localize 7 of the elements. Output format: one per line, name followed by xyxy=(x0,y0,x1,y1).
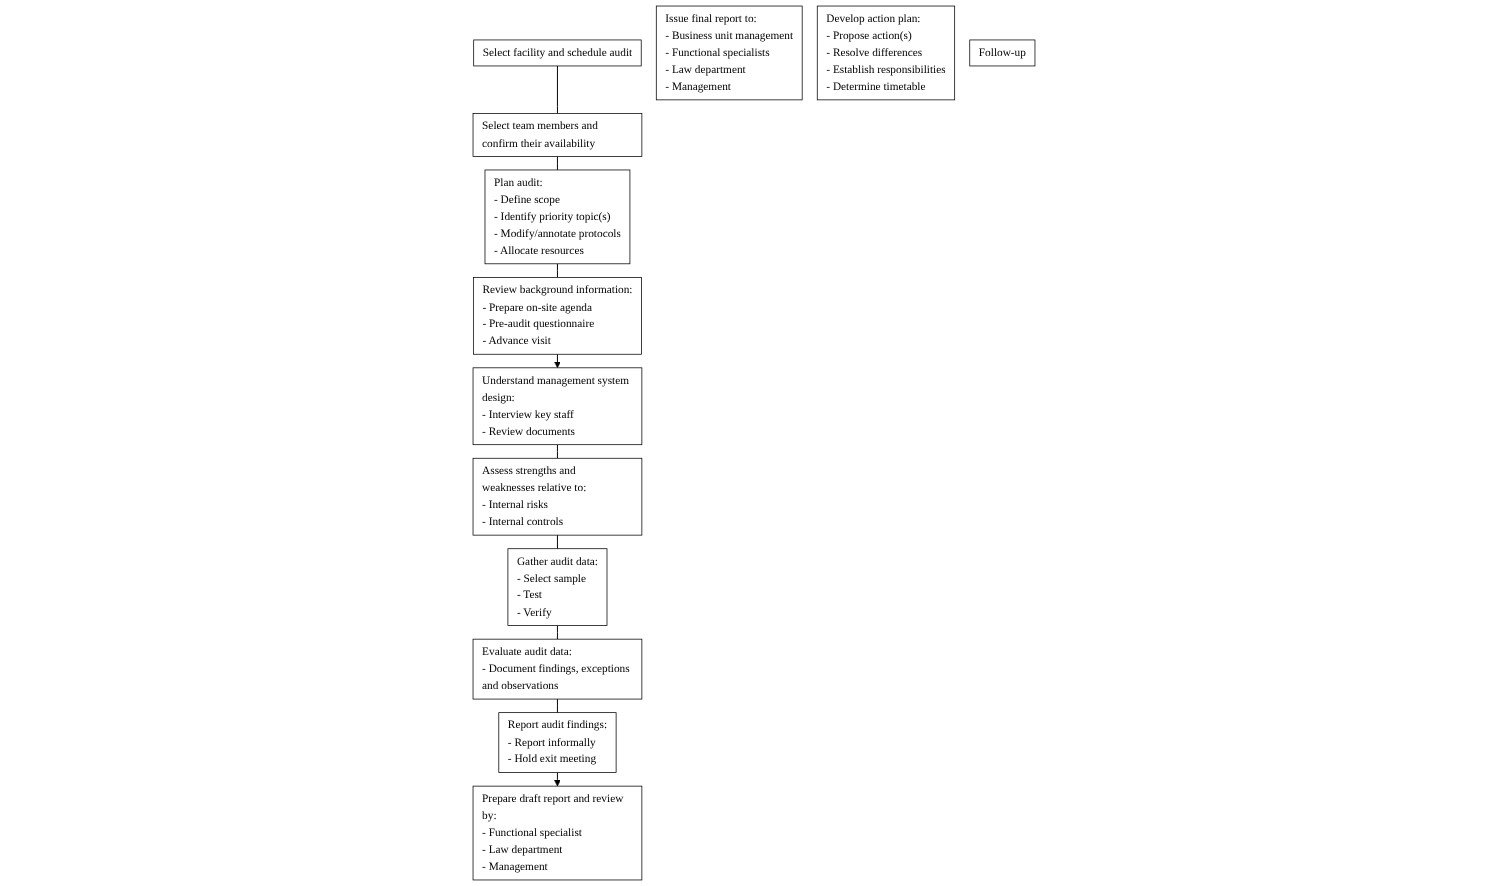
connector xyxy=(556,65,558,114)
connector xyxy=(556,263,558,278)
connector xyxy=(556,625,558,640)
connector xyxy=(556,534,558,550)
connector xyxy=(556,698,558,714)
connector xyxy=(556,155,558,171)
connector xyxy=(556,444,558,459)
